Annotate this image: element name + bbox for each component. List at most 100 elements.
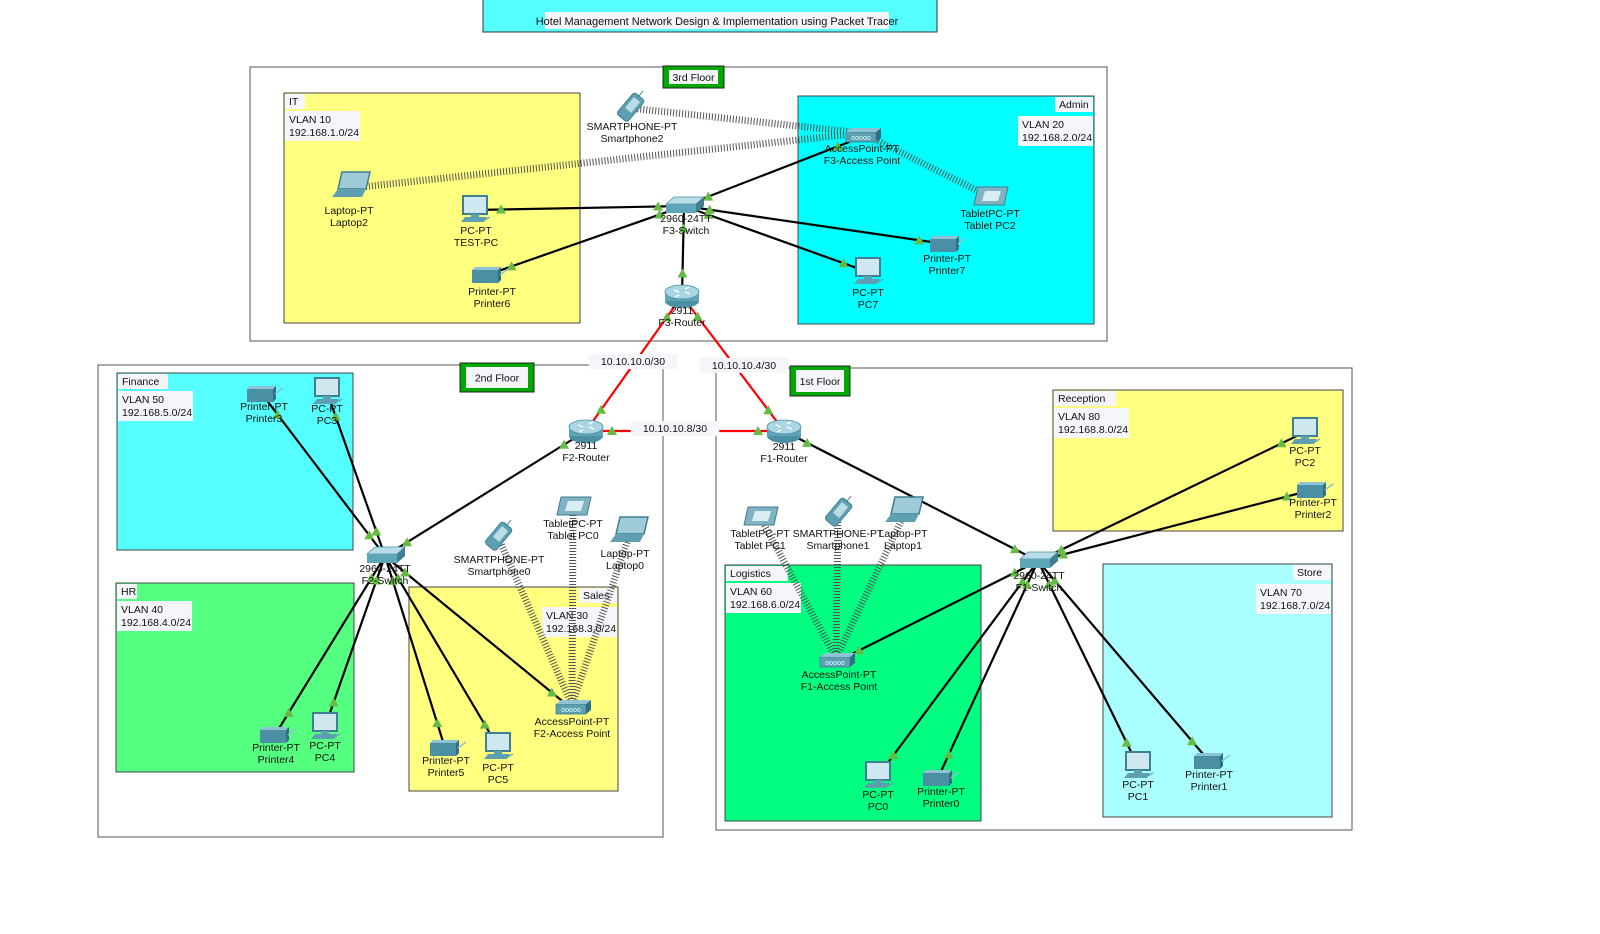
access-point-icon[interactable]: ooooo [555, 700, 591, 715]
lan-link[interactable] [384, 555, 573, 710]
device-model: TabletPC-PT [960, 208, 1020, 220]
zone-name: Sales [583, 590, 609, 602]
lan-link[interactable] [1037, 431, 1306, 562]
router-icon[interactable] [664, 284, 700, 308]
router-icon[interactable] [766, 419, 802, 443]
printer-icon[interactable] [1194, 753, 1231, 769]
lan-link[interactable] [486, 204, 685, 277]
device-name: Printer3 [246, 413, 283, 425]
laptop-icon[interactable] [610, 516, 649, 542]
printer-icon[interactable] [472, 267, 509, 283]
printer-icon[interactable] [1297, 482, 1334, 498]
lan-link[interactable] [783, 430, 1039, 562]
lan-link[interactable] [384, 430, 587, 557]
access-point-icon[interactable]: ooooo [845, 128, 881, 143]
lan-link[interactable] [383, 555, 447, 749]
smartphone-icon[interactable] [824, 495, 853, 527]
device-model: Laptop-PT [600, 548, 650, 560]
pc-icon[interactable] [854, 257, 884, 284]
lan-link[interactable] [274, 555, 386, 736]
pc-icon[interactable] [864, 761, 894, 788]
pc-icon[interactable] [484, 732, 514, 759]
printer-icon[interactable] [923, 770, 960, 786]
lan-link[interactable] [683, 135, 863, 208]
pc-icon[interactable] [311, 712, 341, 739]
printer-icon[interactable] [930, 236, 967, 252]
lan-link[interactable] [683, 204, 869, 274]
laptop-icon[interactable] [332, 171, 371, 197]
switch-icon[interactable] [664, 196, 706, 213]
router-icon[interactable] [568, 419, 604, 443]
switch-icon[interactable] [365, 546, 407, 563]
lan-link[interactable] [937, 560, 1039, 779]
pc-icon[interactable] [1124, 751, 1154, 778]
lan-link[interactable] [680, 205, 686, 297]
printer-icon[interactable] [247, 386, 284, 402]
lan-link[interactable] [384, 555, 499, 748]
smartphone-icon[interactable] [484, 519, 513, 551]
lan-link[interactable] [877, 560, 1039, 777]
zone-vlan: VLAN 60 [730, 586, 772, 598]
printer-icon[interactable] [260, 727, 297, 743]
link-status-up-icon [1187, 736, 1198, 746]
smartphone-icon[interactable] [616, 90, 645, 122]
switch-icon[interactable] [1018, 551, 1060, 568]
printer-icon[interactable] [430, 740, 467, 756]
lan-link[interactable] [474, 204, 685, 212]
lan-link[interactable] [1037, 488, 1313, 563]
laptop-icon[interactable] [885, 496, 924, 522]
link-status-up-icon [402, 537, 413, 547]
lan-link[interactable] [835, 560, 1039, 663]
link-markers-layer [272, 141, 1292, 760]
tablet-icon[interactable] [556, 496, 592, 516]
pc-icon[interactable] [1291, 417, 1321, 444]
tablet-icon[interactable] [973, 186, 1009, 206]
pc-icon[interactable] [461, 195, 491, 222]
lan-link[interactable] [1037, 560, 1210, 762]
access-point-icon[interactable]: ooooo [819, 653, 855, 668]
lan-link[interactable] [683, 204, 946, 246]
tablet-icon[interactable] [743, 506, 779, 526]
pc-icon[interactable] [313, 377, 343, 404]
device-name: F1-Switch [1016, 582, 1063, 594]
lan-link[interactable] [1037, 560, 1139, 767]
lan-link[interactable] [261, 393, 386, 557]
device-model: Printer-PT [1185, 769, 1233, 781]
